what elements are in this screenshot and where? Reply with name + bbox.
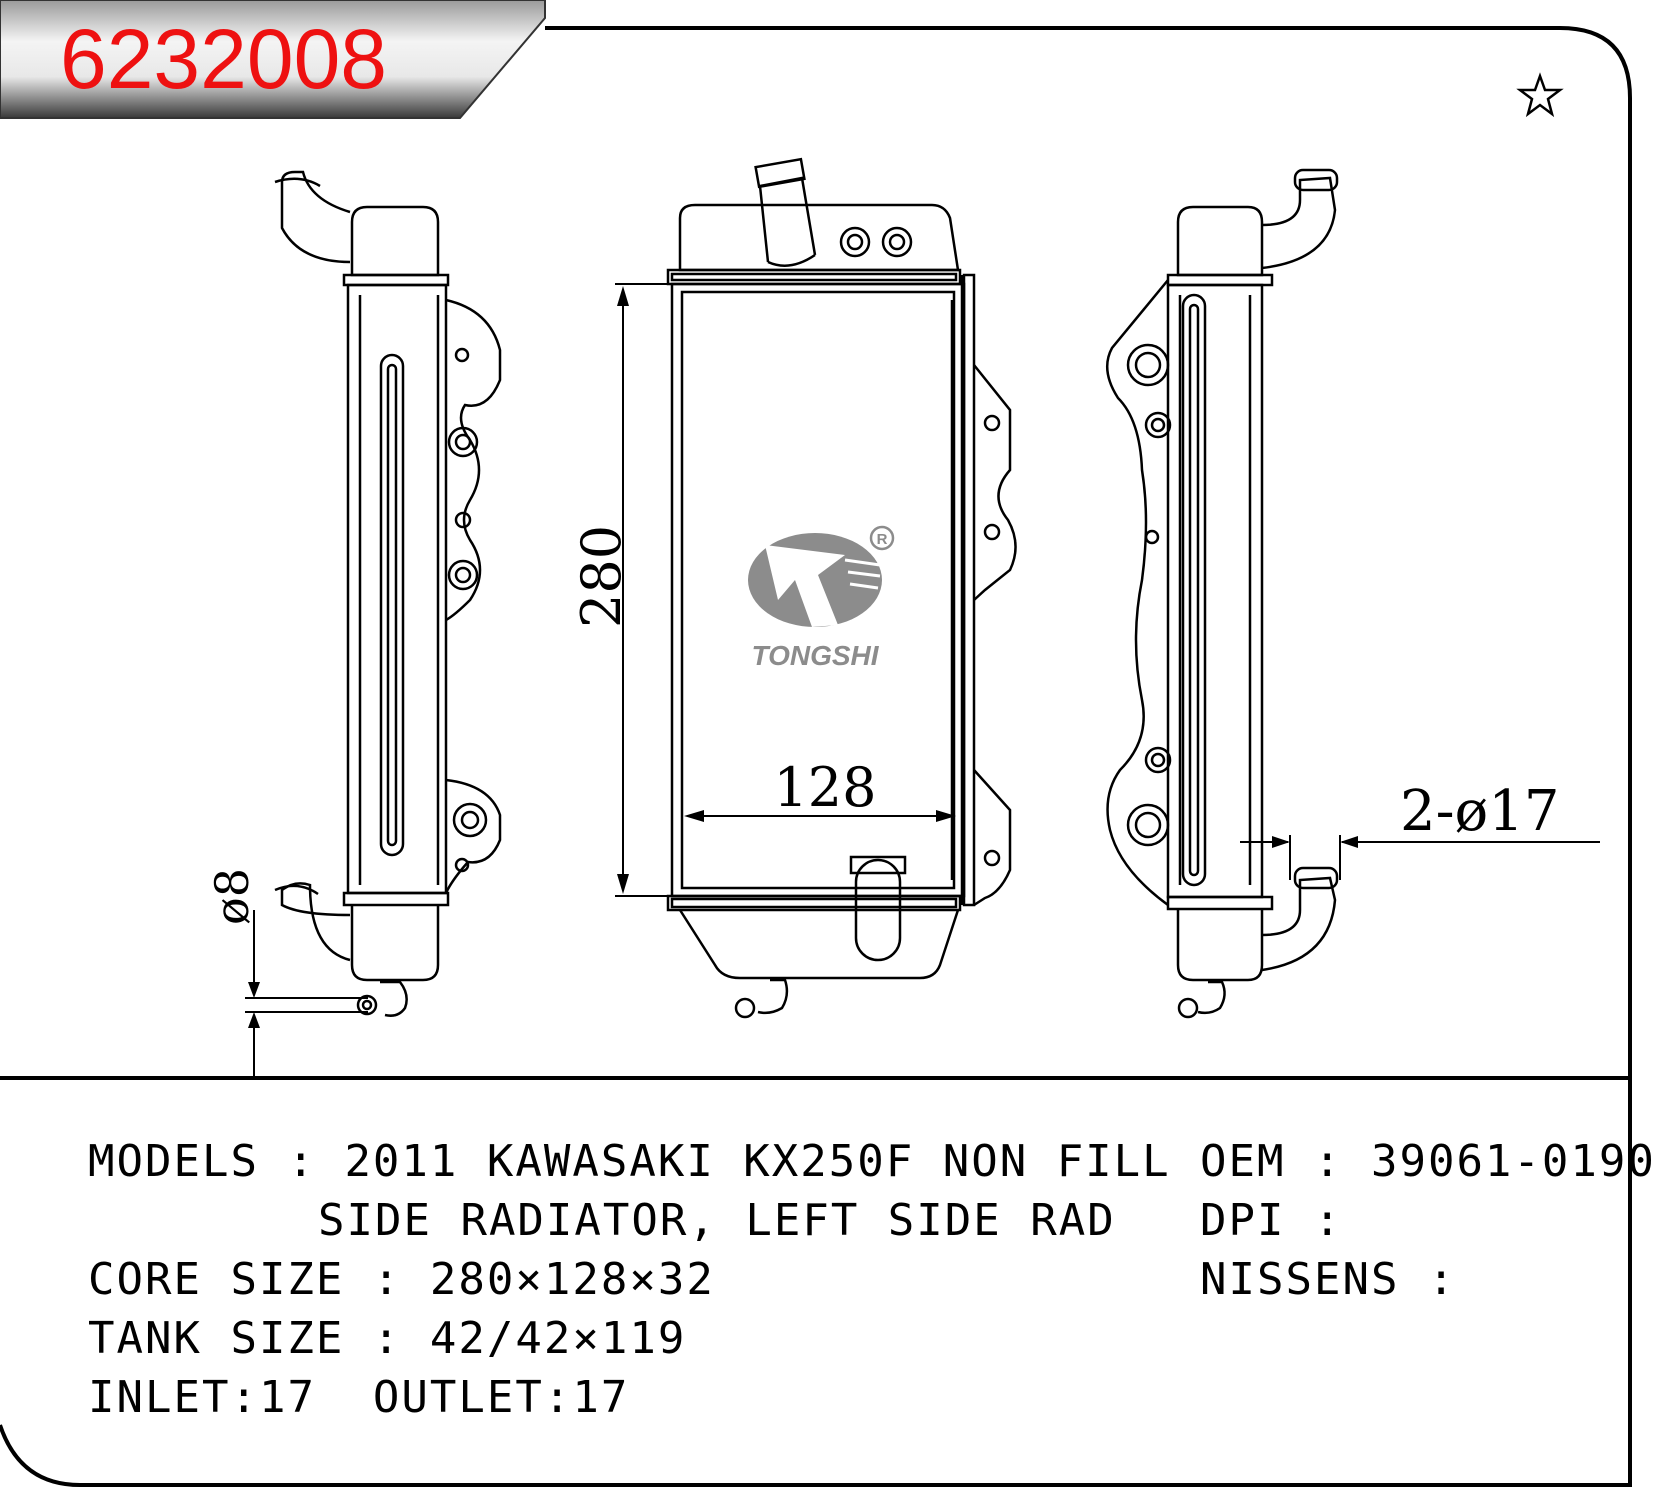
outlet-value: 17 [572, 1372, 630, 1423]
inlet-label: INLET [88, 1372, 231, 1423]
part-number-tab: 6232008 [0, 0, 546, 119]
sheet-frame [0, 26, 1632, 1487]
height-dimension: 280 [570, 283, 675, 897]
tank-size-row: TANK SIZE : 42/42×119 [88, 1313, 687, 1364]
core-size-row: CORE SIZE : 280×128×32 [88, 1254, 715, 1305]
star-outline-icon[interactable] [1516, 72, 1564, 118]
tank-size-value: 42/42×119 [429, 1313, 687, 1364]
nissens-label: NISSENS [1200, 1254, 1400, 1305]
pipe-dimension: 2-ø17 [1240, 779, 1600, 880]
dpi-row: DPI : [1200, 1195, 1371, 1246]
models-value-line2: SIDE RADIATOR, LEFT SIDE RAD [318, 1195, 1116, 1246]
tongshi-logo: R TONGSHI [748, 525, 895, 671]
core-size-value: 280×128×32 [429, 1254, 715, 1305]
oem-value: 39061-0190 [1370, 1136, 1656, 1187]
outlet-label: OUTLET [372, 1372, 544, 1423]
nissens-row: NISSENS : [1200, 1254, 1485, 1305]
models-row: MODELS : 2011 KAWASAKI KX250F NON FILL [88, 1136, 1171, 1187]
bleed-dimension-label: ø8 [205, 868, 259, 925]
inlet-outlet-row: INLET:17 OUTLET:17 [88, 1372, 630, 1423]
width-dimension-label: 128 [773, 756, 876, 819]
models-value-line1: 2011 KAWASAKI KX250F NON FILL [344, 1136, 1171, 1187]
tank-size-label: TANK SIZE [88, 1313, 345, 1364]
bleed-dimension: ø8 [205, 868, 368, 1078]
inlet-value: 17 [258, 1372, 316, 1423]
pipe-dimension-label: 2-ø17 [1400, 779, 1560, 844]
registered-mark: R [877, 531, 888, 548]
oem-label: OEM [1200, 1136, 1286, 1187]
radiator-front-view [666, 157, 1017, 1019]
oem-row: OEM : 39061-0190 [1200, 1136, 1656, 1187]
part-number: 6232008 [60, 12, 387, 106]
logo-brand: TONGSHI [751, 640, 879, 671]
core-size-label: CORE SIZE [88, 1254, 345, 1305]
radiator-right-side-view [1105, 168, 1339, 1019]
models-label: MODELS [88, 1136, 259, 1187]
dpi-label: DPI [1200, 1195, 1286, 1246]
height-dimension-label: 280 [570, 525, 633, 628]
width-dimension: 128 [684, 756, 956, 822]
radiator-left-side-view [274, 170, 502, 1017]
